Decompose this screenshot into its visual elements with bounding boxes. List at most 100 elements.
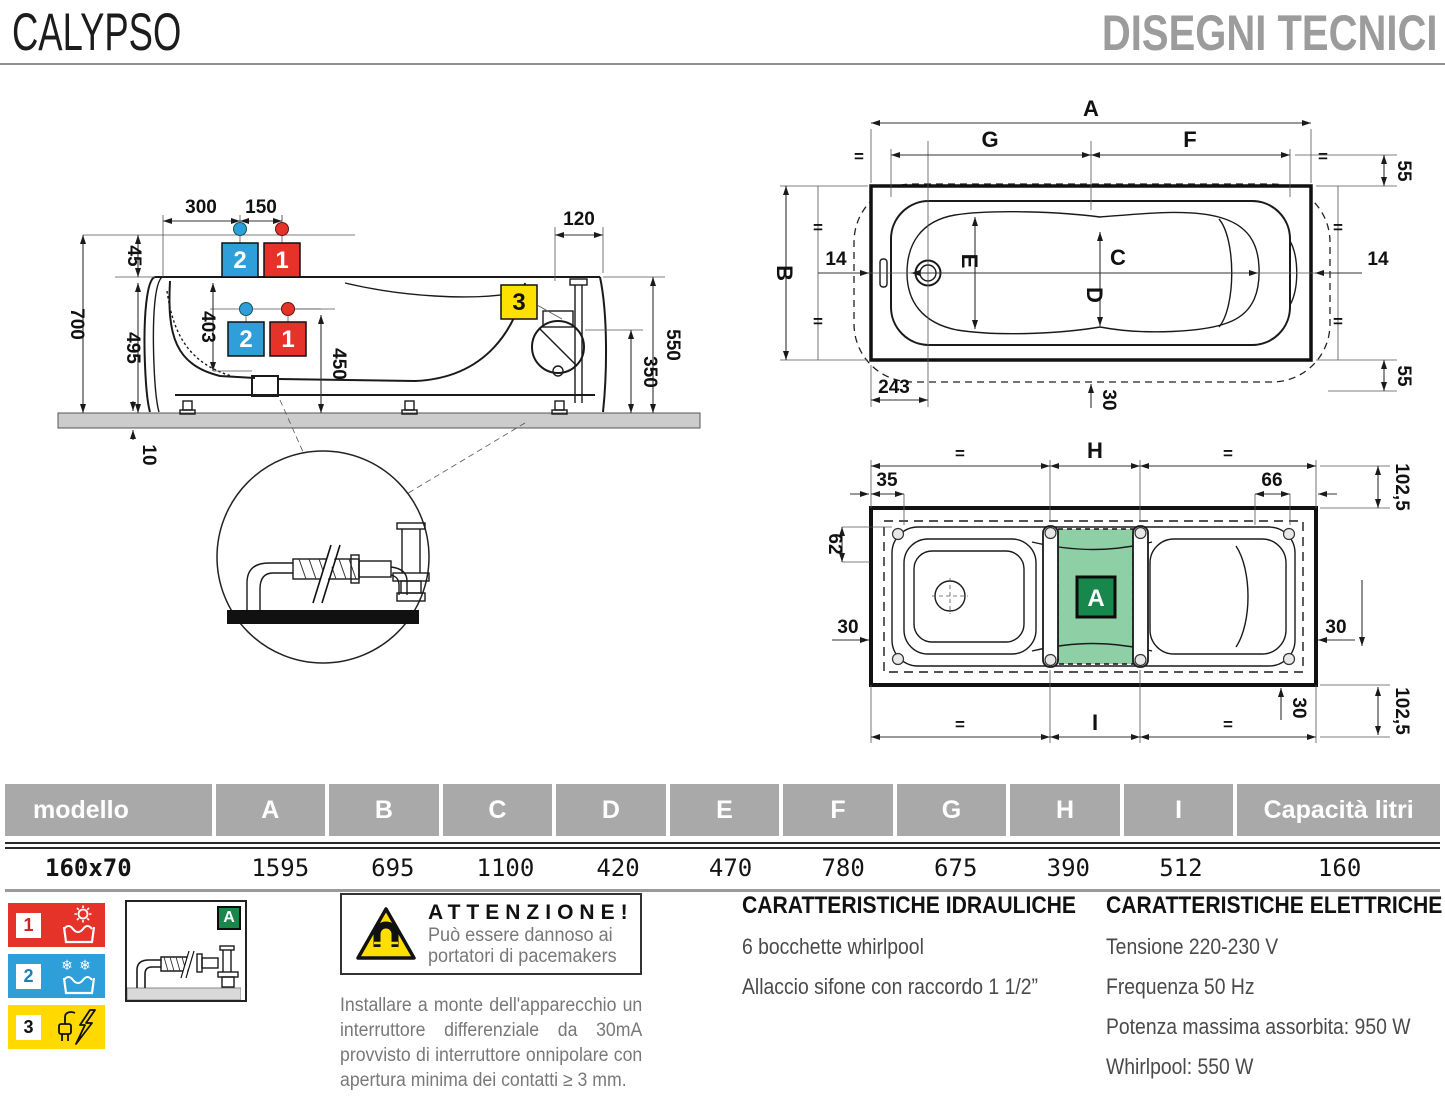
value-c: 1100 — [476, 854, 535, 882]
dim-1025-top: 102,5 — [1391, 463, 1412, 511]
dim-10: 10 — [138, 444, 159, 465]
dim-350: 350 — [639, 356, 660, 388]
attention-title: ATTENZIONE! — [428, 901, 634, 924]
dim-H: H — [1087, 438, 1103, 463]
col-header-i: I — [1123, 784, 1234, 836]
magnet-warning-icon — [356, 907, 416, 960]
zone-a-badge: A — [1087, 585, 1104, 612]
dim-450: 450 — [328, 348, 349, 380]
legend-num-3: 3 — [16, 1014, 41, 1040]
electric-title: CARATTERISTICHE ELETTRICHE — [1106, 892, 1443, 919]
siphon-detail-box: A — [125, 900, 247, 1002]
electric-line: Frequenza 50 Hz — [1106, 974, 1255, 999]
pump — [531, 320, 585, 374]
value-b: 695 — [371, 854, 415, 882]
svg-text:❄: ❄ — [79, 958, 91, 974]
electric-line: Tensione 220-230 V — [1106, 934, 1279, 959]
dim-I: I — [1092, 710, 1098, 735]
dim-F: F — [1183, 127, 1196, 152]
equal-mark: = — [1223, 444, 1233, 463]
equal-mark: = — [813, 218, 823, 237]
snowflakes-water-icon: ❄ ❄ — [61, 958, 96, 995]
siphon-pipe-icon — [127, 945, 241, 1000]
value-i: 512 — [1159, 854, 1203, 882]
dim-C: C — [1110, 245, 1126, 270]
legend-num-1: 1 — [16, 912, 41, 938]
dim-550: 550 — [662, 329, 683, 361]
col-header-capacita: Capacità litri — [1237, 784, 1440, 836]
value-capacita: 160 — [1317, 854, 1362, 882]
hydraulic-line: 6 bocchette whirlpool — [742, 934, 924, 959]
dim-62: 62 — [824, 533, 845, 554]
col-header-g: G — [896, 784, 1007, 836]
dim-D: D — [1082, 287, 1107, 303]
table-double-rule — [5, 842, 1440, 849]
equal-mark: = — [1318, 147, 1328, 166]
legend-item-electrical: 3 — [8, 1005, 105, 1049]
floor-strip — [57, 412, 701, 429]
dim-243: 243 — [878, 377, 910, 398]
col-header-f: F — [783, 784, 893, 836]
dim-G: G — [981, 127, 998, 152]
dimensions-table: modello A B C D E F G H I Capacità litri… — [5, 784, 1440, 892]
equal-mark: = — [1333, 312, 1343, 331]
col-header-d: D — [556, 784, 666, 836]
dim-30-bottom: 30 — [1288, 697, 1309, 718]
dim-45: 45 — [123, 245, 144, 267]
dim-30-left: 30 — [837, 617, 858, 638]
dim-35: 35 — [876, 470, 898, 491]
equal-mark: = — [955, 444, 965, 463]
col-header-c: C — [442, 784, 553, 836]
dim-495: 495 — [122, 332, 143, 364]
value-h: 390 — [1046, 854, 1090, 882]
badge-hot: 1 — [275, 247, 288, 274]
dim-150: 150 — [245, 197, 277, 218]
attention-box: ATTENZIONE! Può essere dannoso ai portat… — [340, 893, 642, 975]
svg-text:❄: ❄ — [61, 958, 73, 974]
equal-mark: = — [1333, 218, 1343, 237]
value-a: 1595 — [251, 854, 310, 882]
dim-66: 66 — [1261, 470, 1282, 491]
electric-features: CARATTERISTICHE ELETTRICHE Tensione 220-… — [1106, 892, 1445, 1080]
col-header-e: E — [669, 784, 780, 836]
dim-30-bottom: 30 — [1098, 389, 1119, 410]
dim-300: 300 — [185, 197, 217, 218]
dim-14-left: 14 — [825, 249, 847, 270]
equal-mark: = — [1223, 715, 1233, 734]
equal-mark: = — [955, 715, 965, 734]
zone-a-badge-box — [1075, 575, 1117, 619]
mounting-screws — [891, 526, 1296, 667]
value-g: 675 — [934, 854, 978, 882]
dim-1025-bottom: 102,5 — [1391, 687, 1412, 735]
col-header-a: A — [215, 784, 326, 836]
col-header-modello: modello — [5, 784, 212, 836]
col-header-b: B — [329, 784, 439, 836]
plug-lightning-icon — [58, 1009, 96, 1045]
dim-700: 700 — [66, 308, 87, 340]
apron-dashed-outline — [853, 183, 1331, 383]
equal-mark: = — [854, 147, 864, 166]
detail-a-badge: A — [217, 906, 241, 930]
cold-badge-box — [221, 242, 259, 278]
sun-water-icon — [62, 905, 96, 944]
hot-badge-box — [263, 242, 301, 278]
table-bottom-rule — [5, 889, 1440, 892]
hydraulic-features: CARATTERISTICHE IDRAULICHE 6 bocchette w… — [742, 892, 1112, 1000]
detail-circle — [216, 450, 430, 664]
legend-num-2: 2 — [16, 963, 41, 989]
table-header-row: modello A B C D E F G H I Capacità litri — [5, 784, 1440, 836]
legend: 1 2 ❄ ❄ 3 — [8, 903, 108, 1056]
hydraulic-title: CARATTERISTICHE IDRAULICHE — [742, 892, 1077, 919]
model-value: 160x70 — [45, 854, 132, 882]
electric-line: Whirlpool: 550 W — [1106, 1054, 1254, 1079]
value-d: 420 — [596, 854, 640, 882]
page-title: CALYPSO — [12, 3, 182, 63]
dim-55-bottom: 55 — [1393, 365, 1414, 387]
hydraulic-line: Allaccio sifone con raccordo 1 1/2” — [742, 974, 1038, 999]
top-view-drawing: A G F = = B = = 14 C E D 55 = = 14 5 — [772, 96, 1414, 411]
dim-30-right: 30 — [1325, 617, 1346, 638]
electric-line: Potenza massima assorbita: 950 W — [1106, 1014, 1411, 1039]
value-f: 780 — [821, 854, 865, 882]
dim-14-right: 14 — [1367, 249, 1389, 270]
